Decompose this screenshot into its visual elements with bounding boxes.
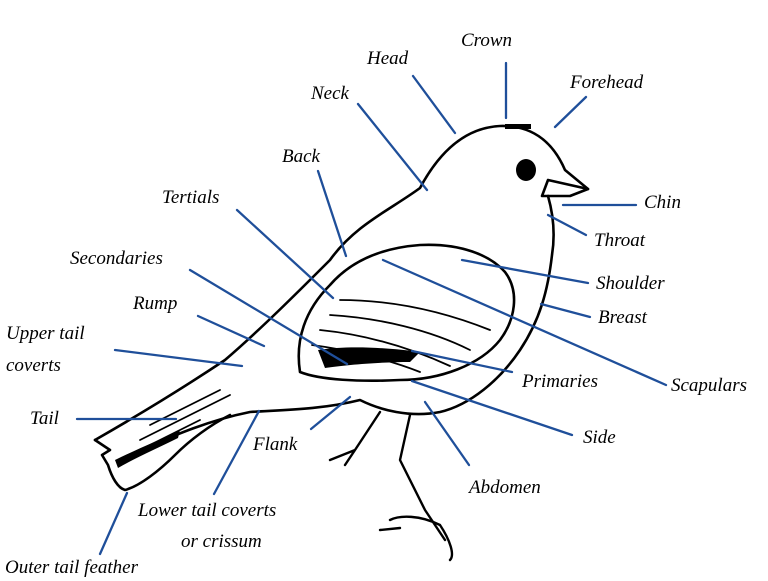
label-outer-tail-feather: Outer tail feather <box>5 557 138 579</box>
leader-rump <box>198 316 264 346</box>
label-side: Side <box>583 427 616 449</box>
bird-outline-back <box>95 126 588 440</box>
label-abdomen: Abdomen <box>469 477 541 499</box>
leader-forehead <box>555 97 586 127</box>
leader-breast <box>541 304 590 317</box>
leader-neck <box>358 104 427 190</box>
label-throat: Throat <box>594 230 645 252</box>
label-breast: Breast <box>598 307 647 329</box>
label-primaries: Primaries <box>522 371 598 393</box>
leader-abdomen <box>425 402 469 465</box>
label-secondaries: Secondaries <box>70 248 163 270</box>
bird-eye <box>516 159 536 181</box>
leader-flank <box>311 397 350 429</box>
leader-head <box>413 76 455 133</box>
label-scapulars: Scapulars <box>671 375 747 397</box>
label-tail: Tail <box>30 408 59 430</box>
leader-shoulder <box>462 260 588 283</box>
branch <box>380 517 452 560</box>
label-flank: Flank <box>253 434 297 456</box>
label-crown: Crown <box>461 30 512 52</box>
bird-tail-outline <box>95 415 230 490</box>
leader-secondaries <box>190 270 347 364</box>
leader-upper-tail-coverts <box>115 350 242 366</box>
leader-outer-tail-feather <box>100 493 127 554</box>
label-upper-tail-coverts-line2: coverts <box>6 355 61 377</box>
label-rump: Rump <box>133 293 177 315</box>
leader-tertials <box>237 210 333 298</box>
label-neck: Neck <box>311 83 349 105</box>
label-lower-tail-coverts-line1: Lower tail coverts <box>138 500 276 522</box>
label-head: Head <box>367 48 408 70</box>
label-lower-tail-coverts-line2: or crissum <box>181 531 262 553</box>
label-tertials: Tertials <box>162 187 219 209</box>
bird-outline-front <box>140 196 554 450</box>
label-upper-tail-coverts-line1: Upper tail <box>6 323 85 345</box>
label-chin: Chin <box>644 192 681 214</box>
primaries-patch <box>318 347 420 368</box>
leader-back <box>318 171 346 256</box>
bird-crown-mark <box>505 124 531 129</box>
label-forehead: Forehead <box>570 72 643 94</box>
label-back: Back <box>282 146 320 168</box>
label-shoulder: Shoulder <box>596 273 665 295</box>
